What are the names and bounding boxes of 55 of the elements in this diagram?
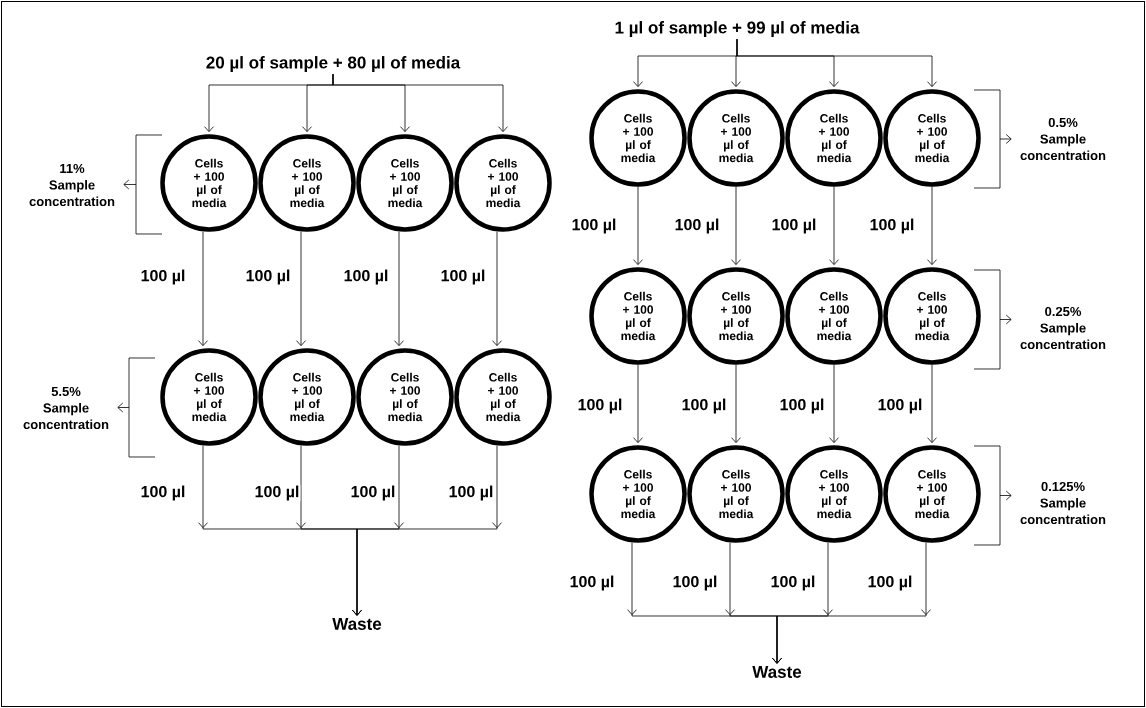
concentration-label: 0.25% Sample concentration [1020,306,1106,350]
edge-label: 100 µl [568,574,616,592]
edge-label: 100 µl [866,574,914,592]
edge-label: 100 µl [349,484,397,502]
bracket [135,134,163,235]
waste-label: Waste [332,618,382,630]
arrow [633,364,643,444]
arrow [999,134,1012,144]
concentration-label: 0.5% Sample concentration [1020,117,1106,161]
waste-label: Waste [752,666,802,678]
edge-label: 100 µl [253,484,301,502]
concentration-label: 11% Sample concentration [29,163,115,207]
arrow [633,186,643,266]
edge-label: 100 µl [570,217,618,235]
arrow [999,314,1012,325]
arrow [829,364,839,444]
edge-label: 100 µl [876,397,924,415]
edge-label: 100 µl [778,397,826,415]
edge-label: 100 µl [673,217,721,235]
arrow [332,73,508,133]
bracket [973,269,1001,370]
edge-label: 100 µl [576,397,624,415]
arrow [927,186,937,266]
sample-label: 20 µl of sample + 80 µl of media [206,56,461,72]
sample-label: 1 µl of sample + 99 µl of media [615,21,860,37]
bracket [973,89,1001,189]
edge-label: 100 µl [244,268,292,286]
arrow [731,186,741,266]
edge-label: 100 µl [769,574,817,592]
arrow [123,179,137,190]
arrow [731,364,741,444]
arrow [999,490,1012,501]
arrow [394,231,404,347]
concentration-label: 0.125% Sample concentration [1020,481,1106,525]
arrow [772,542,931,664]
edge-label: 100 µl [139,484,187,502]
edge-label: 100 µl [671,574,719,592]
arrow [927,364,937,444]
bracket [128,357,156,458]
edge-label: 100 µl [342,268,390,286]
arrow [117,402,130,413]
concentration-label: 5.5% Sample concentration [23,386,109,430]
edge-label: 100 µl [139,268,187,286]
arrow [492,231,502,347]
arrow [829,186,839,266]
arrow [198,231,208,347]
arrow [352,445,502,616]
edge-label: 100 µl [680,397,728,415]
arrow [296,231,306,347]
edge-label: 100 µl [868,217,916,235]
arrow [736,38,937,88]
edge-label: 100 µl [770,217,818,235]
bracket [973,445,1001,546]
edge-label: 100 µl [439,268,487,286]
edge-label: 100 µl [447,484,495,502]
